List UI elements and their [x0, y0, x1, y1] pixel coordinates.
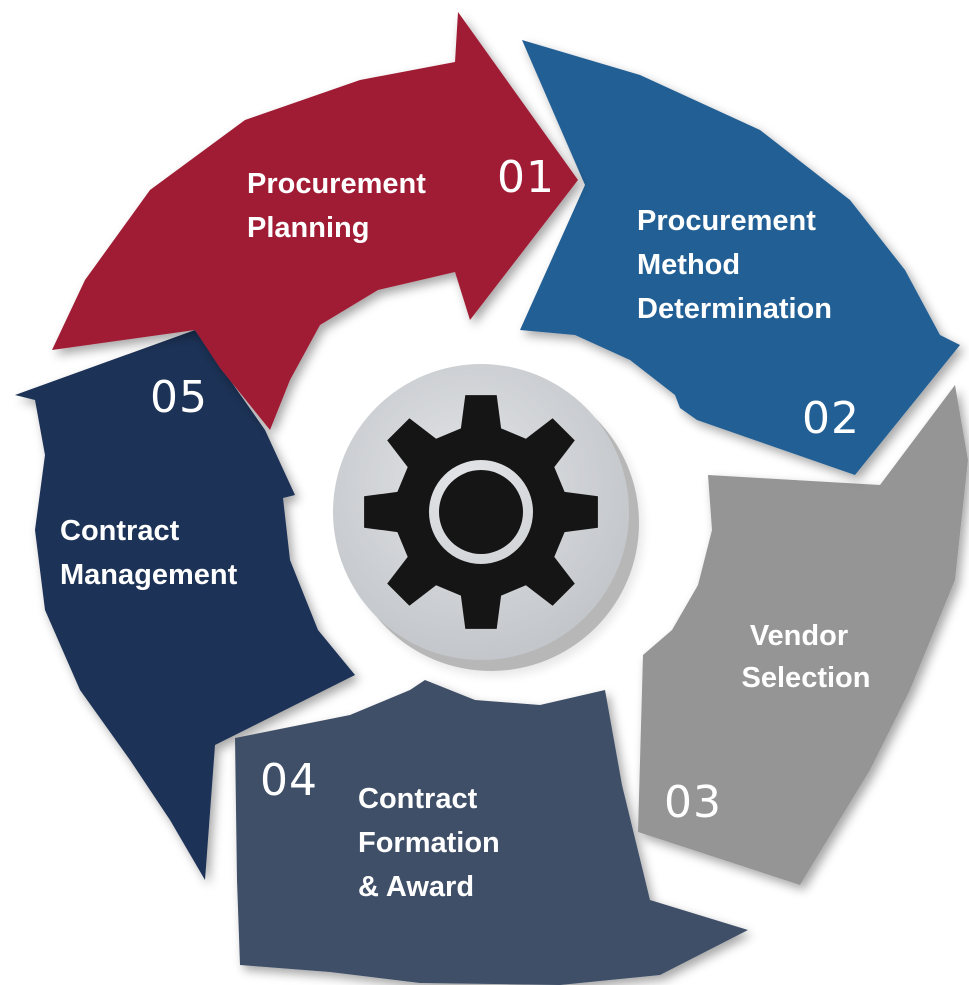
segment-05-label-line-1: Contract — [60, 515, 180, 547]
segment-05-label-line-2: Management — [60, 559, 238, 591]
segment-02-label-line-2: Method — [637, 249, 740, 281]
segment-04-label-line-2: Formation — [358, 827, 500, 859]
segment-01-number: 01 — [497, 152, 555, 203]
gear-hub — [448, 479, 514, 545]
segment-02-arrow — [520, 40, 960, 475]
segment-02-label: Procurement Method Determination — [637, 205, 832, 325]
segment-05-number: 05 — [150, 372, 208, 423]
segment-04-arrow — [235, 680, 748, 985]
segment-04-label-line-1: Contract — [358, 783, 478, 815]
segment-04-number: 04 — [260, 755, 318, 806]
segment-05-arrow — [15, 330, 355, 880]
segment-04-label: Contract Formation & Award — [358, 783, 508, 903]
segment-05-label: Contract Management — [60, 515, 238, 591]
segment-01-label-line-1: Procurement — [247, 168, 426, 200]
segment-01-label-line-2: Planning — [247, 212, 369, 244]
segment-01-arrow — [52, 12, 578, 430]
segment-02-label-line-3: Determination — [637, 293, 832, 325]
segment-03-label: Vendor Selection — [742, 620, 871, 694]
gear-icon — [364, 395, 598, 629]
segment-02-number: 02 — [802, 393, 860, 444]
segment-02-label-line-1: Procurement — [637, 205, 816, 237]
segment-03-label-line-1: Vendor — [750, 620, 848, 652]
segment-03-label-line-2: Selection — [742, 662, 871, 694]
segment-03-arrow — [638, 385, 968, 885]
segment-04-label-line-3: & Award — [358, 871, 474, 903]
segment-03-number: 03 — [664, 777, 722, 828]
segment-01-label: Procurement Planning — [247, 168, 434, 244]
